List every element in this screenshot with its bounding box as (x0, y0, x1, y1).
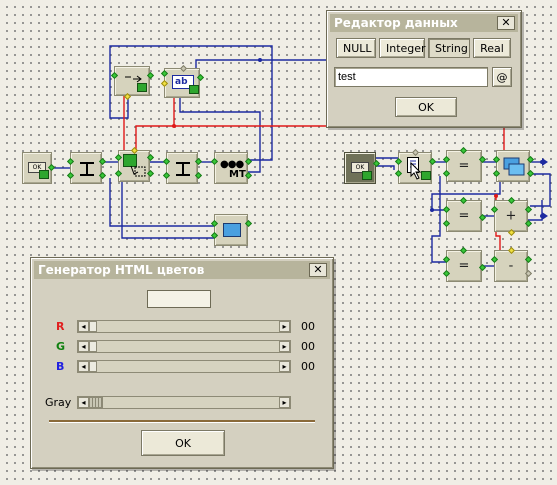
color-generator-titlebar[interactable]: Генератор HTML цветов ✕ (34, 261, 330, 279)
split-icon (174, 161, 192, 177)
dots-icon: ●●● (220, 159, 244, 170)
red-left-arrow-icon[interactable]: ◂ (78, 321, 89, 332)
data-editor-close-button[interactable]: ✕ (497, 16, 515, 30)
data-editor-titlebar[interactable]: Редактор данных ✕ (330, 14, 518, 32)
data-editor-window: Редактор данных ✕ NULL Integer String Re… (326, 10, 522, 128)
split-icon (78, 161, 96, 177)
mt-component[interactable]: ●●● MT (210, 152, 253, 184)
plus-component[interactable]: + (490, 196, 533, 237)
arrow-transfer-component[interactable] (110, 66, 155, 101)
mouse-cursor-icon (410, 161, 422, 180)
value-input[interactable] (334, 67, 488, 87)
arrow-right-icon (123, 73, 143, 85)
equals-component-1[interactable]: = (442, 146, 487, 182)
gray-left-arrow-icon[interactable]: ◂ (78, 397, 89, 408)
minus-component[interactable]: - (490, 246, 533, 282)
red-label: R (56, 320, 65, 333)
equals-component-3[interactable]: = (442, 246, 487, 282)
type-string-button[interactable]: String (428, 38, 470, 58)
database-component[interactable] (394, 148, 437, 184)
data-editor-title: Редактор данных (334, 16, 458, 30)
type-real-button[interactable]: Real (473, 38, 511, 58)
green-cube-icon (189, 85, 199, 94)
cube-processor-component[interactable] (114, 146, 155, 182)
gray-slider-thumb[interactable] (89, 397, 103, 408)
ok-source-component[interactable]: OK (22, 152, 56, 184)
divider (49, 420, 315, 423)
color-generator-close-button[interactable]: ✕ (309, 263, 327, 277)
green-slider-thumb[interactable] (89, 341, 97, 352)
form-windows-icon (503, 157, 525, 177)
ok-button-icon: OK (28, 162, 46, 173)
equals-label: = (458, 208, 470, 224)
type-integer-button[interactable]: Integer (379, 38, 426, 58)
equals-label: = (458, 158, 470, 174)
blue-slider[interactable]: ◂ ▸ (77, 360, 291, 373)
textbox-icon: ab (172, 75, 194, 89)
green-right-arrow-icon[interactable]: ▸ (279, 341, 290, 352)
color-generator-window: Генератор HTML цветов ✕ R ◂ ▸ 00 G ◂ ▸ 0… (30, 257, 334, 469)
text-field-component[interactable]: ab (160, 64, 205, 98)
gray-slider[interactable]: ◂ ▸ (77, 396, 291, 409)
ok-source-component-2[interactable]: OK (344, 152, 381, 184)
mt-label: MT (229, 169, 246, 180)
plus-label: + (505, 208, 517, 224)
green-cube-icon (421, 171, 431, 180)
form-window-icon (223, 223, 241, 237)
cube-icon (123, 154, 137, 167)
equals-component-2[interactable]: = (442, 196, 487, 232)
blue-left-arrow-icon[interactable]: ◂ (78, 361, 89, 372)
loop-arrows-icon (129, 164, 147, 178)
split-component-2[interactable] (162, 152, 203, 184)
at-button[interactable]: @ (492, 67, 512, 87)
blue-slider-thumb[interactable] (89, 361, 97, 372)
form-component[interactable] (210, 214, 253, 246)
green-value: 00 (301, 340, 315, 353)
green-cube-icon (362, 171, 372, 180)
color-generator-title: Генератор HTML цветов (38, 263, 205, 277)
type-null-button[interactable]: NULL (336, 38, 376, 58)
gray-right-arrow-icon[interactable]: ▸ (279, 397, 290, 408)
red-slider-thumb[interactable] (89, 321, 97, 332)
blue-right-arrow-icon[interactable]: ▸ (279, 361, 290, 372)
red-value: 00 (301, 320, 315, 333)
blue-value: 00 (301, 360, 315, 373)
green-left-arrow-icon[interactable]: ◂ (78, 341, 89, 352)
color-preview-box (147, 290, 211, 308)
blue-label: B (56, 360, 65, 373)
green-slider[interactable]: ◂ ▸ (77, 340, 291, 353)
ok-button-icon: OK (351, 162, 369, 173)
data-editor-ok-button[interactable]: OK (395, 97, 457, 117)
green-cube-icon (137, 83, 147, 92)
minus-label: - (508, 258, 514, 274)
gray-label: Gray (45, 396, 72, 409)
equals-label: = (458, 258, 470, 274)
form-component-2[interactable] (492, 150, 535, 182)
red-right-arrow-icon[interactable]: ▸ (279, 321, 290, 332)
green-cube-icon (39, 170, 49, 179)
split-component-1[interactable] (66, 152, 107, 184)
red-slider[interactable]: ◂ ▸ (77, 320, 291, 333)
color-generator-ok-button[interactable]: OK (141, 430, 225, 456)
green-label: G (56, 340, 66, 353)
